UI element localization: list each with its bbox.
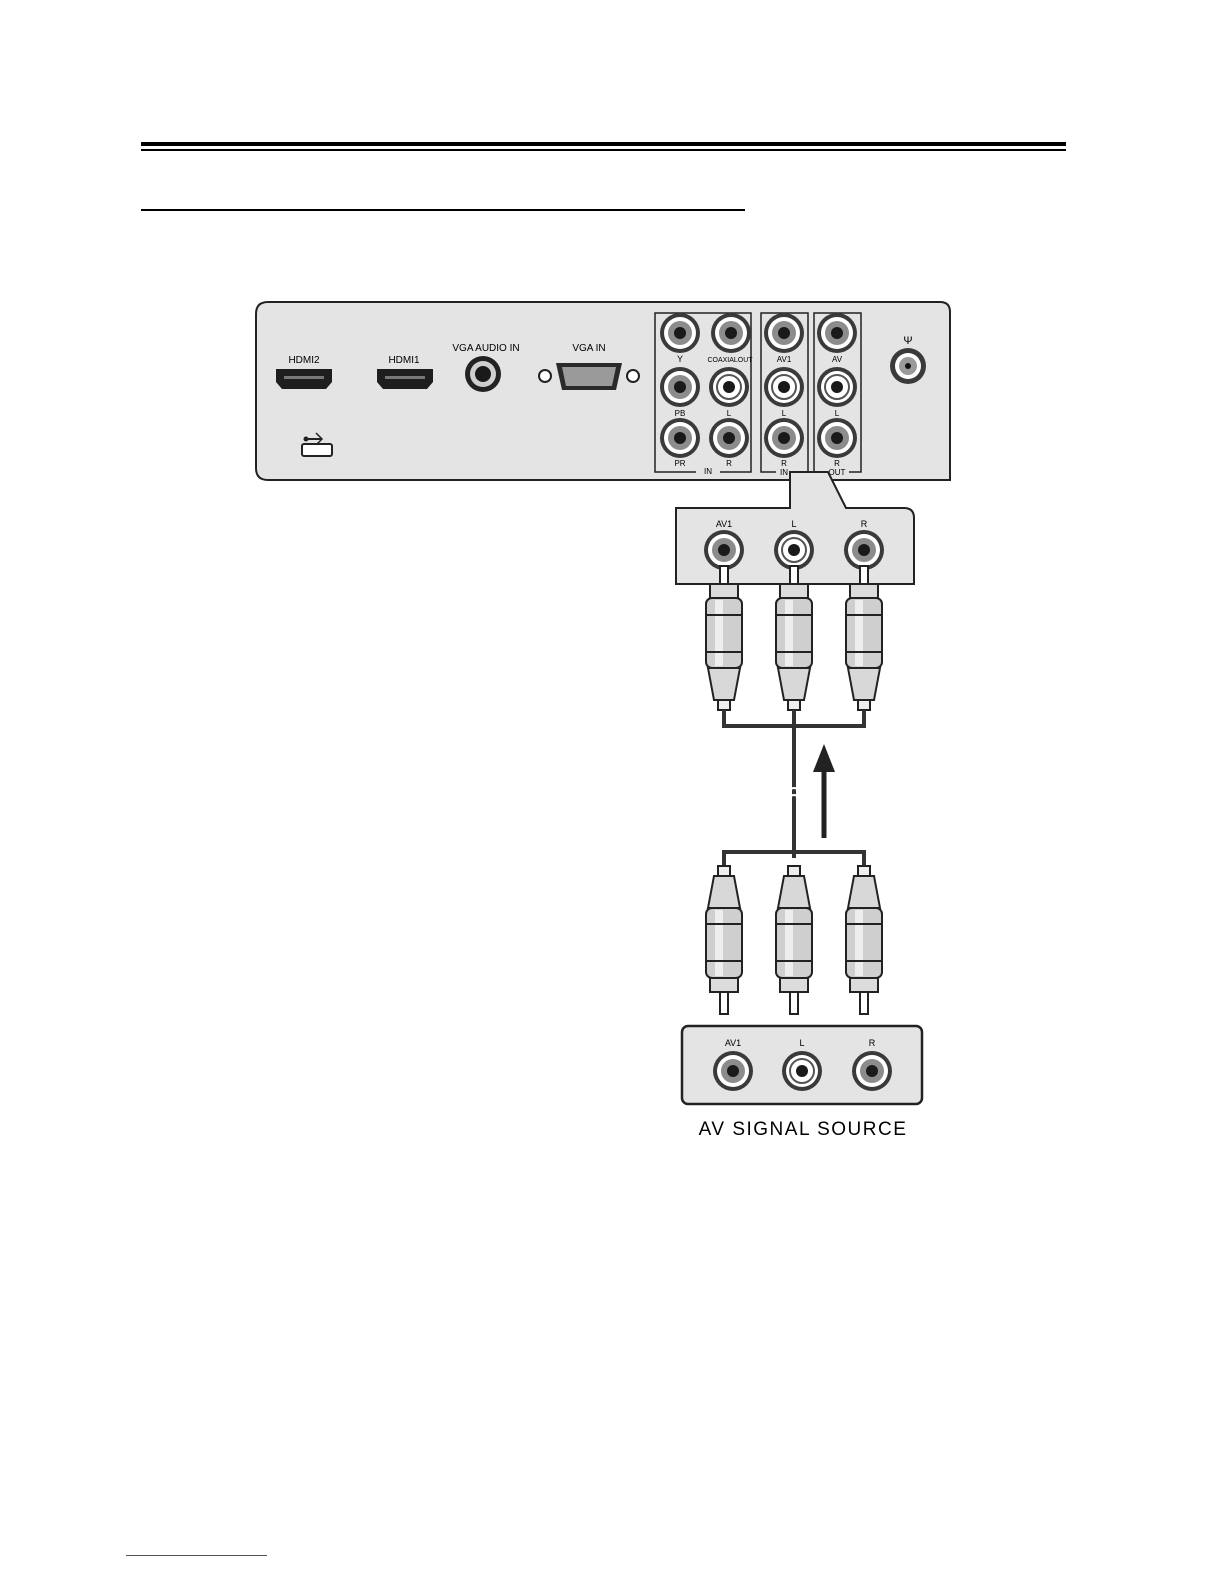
component-audio-l-label: L (727, 409, 732, 418)
component-audio-r-jack[interactable] (709, 418, 749, 458)
coaxial-out-jack[interactable] (711, 313, 751, 353)
source-l-label: L (799, 1038, 804, 1048)
zoom-r-label: R (861, 519, 868, 529)
source-l-jack[interactable] (782, 1051, 822, 1091)
lower-plug-right (846, 866, 882, 1014)
upper-plug-left (776, 566, 812, 710)
zoom-l-label: L (791, 519, 796, 529)
av-out-label: OUT (829, 468, 846, 477)
coaxial-out-label: COAXIALOUT (707, 357, 753, 364)
zoom-r-jack[interactable] (844, 530, 884, 570)
component-in-label: IN (704, 467, 712, 476)
av-out-r-label: R (834, 459, 840, 468)
av1-in-label: IN (780, 468, 788, 477)
vga-in-label: VGA IN (572, 343, 605, 354)
av1-in-title: AV1 (777, 355, 792, 364)
source-r-jack[interactable] (852, 1051, 892, 1091)
hdmi1-port[interactable] (377, 369, 433, 389)
component-pb-label: PB (675, 409, 686, 418)
av1-in-r-label: R (781, 459, 787, 468)
av1-in-l-label: L (782, 409, 787, 418)
zoom-av1-label: AV1 (716, 519, 732, 529)
tv-back-panel: HDMI2 HDMI1 VGA AUDIO IN VGA IN (256, 302, 950, 480)
vga-audio-label: VGA AUDIO IN (452, 343, 519, 354)
av-out-l-label: L (835, 409, 840, 418)
vga-audio-jack[interactable] (465, 356, 501, 392)
antenna-icon: Ψ (903, 335, 912, 347)
av-out-video-jack[interactable] (817, 313, 857, 353)
rca-cable (706, 566, 882, 1014)
component-pr-label: PR (674, 459, 685, 468)
upper-plug-right (846, 566, 882, 710)
av-out-audio-r-jack[interactable] (817, 418, 857, 458)
hdmi2-label: HDMI2 (288, 355, 320, 366)
component-y-label: Y (677, 354, 683, 364)
lower-plug-left (776, 866, 812, 1014)
av-signal-source-panel: AV1 L R (682, 1026, 922, 1104)
zoom-l-jack[interactable] (774, 530, 814, 570)
source-av1-jack[interactable] (713, 1051, 753, 1091)
lower-plug-video (706, 866, 742, 1014)
upper-plug-video (706, 566, 742, 710)
usb-port[interactable] (302, 444, 332, 456)
zoom-av1-jack[interactable] (704, 530, 744, 570)
av1-audio-l-jack[interactable] (764, 367, 804, 407)
component-audio-r-label: R (726, 459, 732, 468)
av-signal-source-caption: AV SIGNAL SOURCE (699, 1119, 908, 1140)
source-r-label: R (869, 1038, 876, 1048)
component-audio-l-jack[interactable] (709, 367, 749, 407)
component-y-jack[interactable] (660, 313, 700, 353)
av-out-title: AV (832, 355, 843, 364)
av1-video-jack[interactable] (764, 313, 804, 353)
signal-direction-arrow (813, 744, 835, 838)
source-av1-label: AV1 (725, 1038, 741, 1048)
component-pr-jack[interactable] (660, 418, 700, 458)
hdmi2-port[interactable] (276, 369, 332, 389)
hdmi1-label: HDMI1 (388, 355, 420, 366)
antenna-port[interactable] (890, 348, 926, 384)
av1-audio-r-jack[interactable] (764, 418, 804, 458)
component-pb-jack[interactable] (660, 367, 700, 407)
av-out-audio-l-jack[interactable] (817, 367, 857, 407)
